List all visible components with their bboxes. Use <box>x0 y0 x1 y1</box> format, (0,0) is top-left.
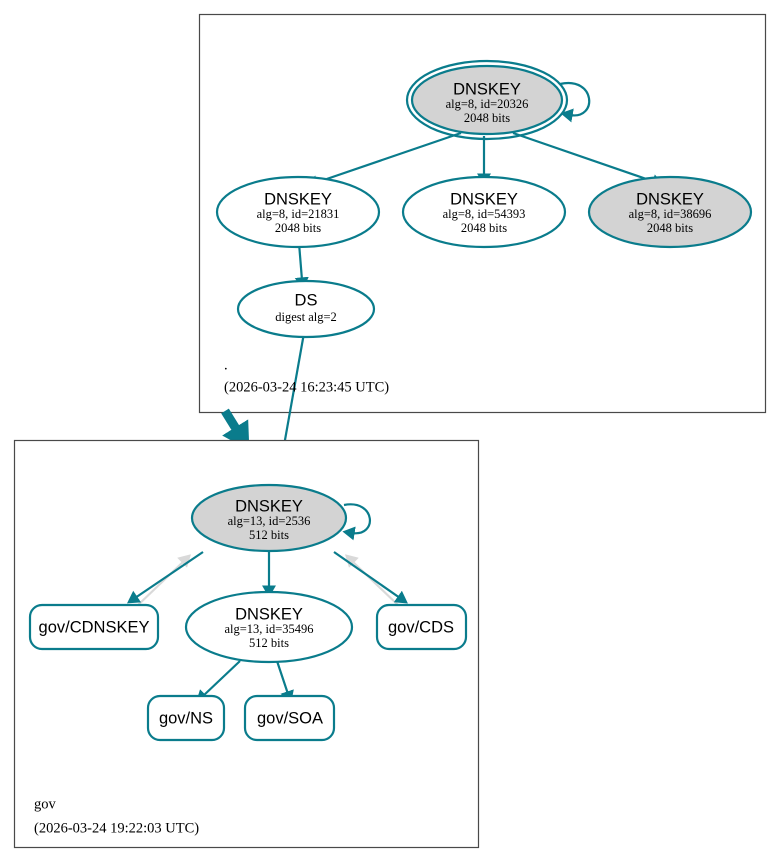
node-detail-alg: alg=8, id=54393 <box>443 207 526 221</box>
node-title: DNSKEY <box>264 190 332 208</box>
node-gov-ksk-2536[interactable]: DNSKEY alg=13, id=2536 512 bits <box>190 483 371 553</box>
node-gov-cds[interactable]: gov/CDS <box>375 603 468 651</box>
node-detail-alg: alg=8, id=20326 <box>446 97 529 111</box>
node-gov-cdnskey[interactable]: gov/CDNSKEY <box>28 603 160 651</box>
node-detail-alg: alg=8, id=38696 <box>629 207 712 221</box>
node-detail-bits: 2048 bits <box>647 221 693 235</box>
zone-timestamp-root: (2026-03-24 16:23:45 UTC) <box>224 379 389 395</box>
node-title: gov/NS <box>159 709 213 727</box>
node-title: gov/CDS <box>388 618 454 636</box>
node-title: gov/SOA <box>257 709 323 727</box>
node-detail-alg: alg=8, id=21831 <box>257 207 340 221</box>
node-detail-bits: 512 bits <box>249 636 289 650</box>
zone-label-root: . <box>224 357 228 373</box>
edge-gov-zsk-to-soa <box>275 660 294 704</box>
node-root-ksk-20326[interactable]: DNSKEY alg=8, id=20326 2048 bits <box>405 59 591 141</box>
zone-label-gov: gov <box>34 796 57 812</box>
node-title: gov/CDNSKEY <box>39 618 150 636</box>
node-root-zsk-38696[interactable]: DNSKEY alg=8, id=38696 2048 bits <box>587 175 753 249</box>
self-loop-root-ksk <box>559 81 591 123</box>
node-title: DNSKEY <box>636 190 704 208</box>
node-gov-zsk-35496[interactable]: DNSKEY alg=13, id=35496 512 bits <box>184 590 354 664</box>
node-title: DNSKEY <box>235 605 303 623</box>
node-title: DNSKEY <box>453 80 521 98</box>
node-detail-alg: alg=13, id=2536 <box>228 514 311 528</box>
node-title: DS <box>295 291 318 309</box>
node-gov-ns[interactable]: gov/NS <box>146 694 226 742</box>
node-gov-soa[interactable]: gov/SOA <box>243 694 336 742</box>
node-root-zsk-21831[interactable]: DNSKEY alg=8, id=21831 2048 bits <box>215 175 381 249</box>
edge-root-zsk-21831-to-ds <box>294 242 309 290</box>
edge-zone-delegation-root-to-gov <box>221 408 250 451</box>
edge-gov-ksk-to-cdnskey <box>126 551 204 604</box>
edge-root-ksk-to-zsk-38696 <box>512 131 665 188</box>
self-loop-gov-ksk <box>342 503 371 541</box>
node-title: DNSKEY <box>450 190 518 208</box>
node-detail-bits: 2048 bits <box>275 221 321 235</box>
edge-gov-zsk-to-ns <box>195 660 241 703</box>
edge-gov-ksk-to-cds <box>333 551 408 604</box>
node-title: DNSKEY <box>235 497 303 515</box>
node-root-zsk-54393[interactable]: DNSKEY alg=8, id=54393 2048 bits <box>401 175 567 249</box>
node-detail-bits: 2048 bits <box>461 221 507 235</box>
edge-gov-cdnskey-to-ksk <box>136 554 191 607</box>
node-root-ds[interactable]: DS digest alg=2 <box>236 279 376 339</box>
node-detail-alg: alg=13, id=35496 <box>224 622 313 636</box>
edge-gov-cds-to-ksk <box>345 554 400 607</box>
edge-root-ksk-to-zsk-21831 <box>305 131 462 189</box>
node-detail-digest: digest alg=2 <box>275 310 337 324</box>
zone-timestamp-gov: (2026-03-24 19:22:03 UTC) <box>34 820 199 836</box>
node-detail-bits: 2048 bits <box>464 111 510 125</box>
node-detail-bits: 512 bits <box>249 528 289 542</box>
